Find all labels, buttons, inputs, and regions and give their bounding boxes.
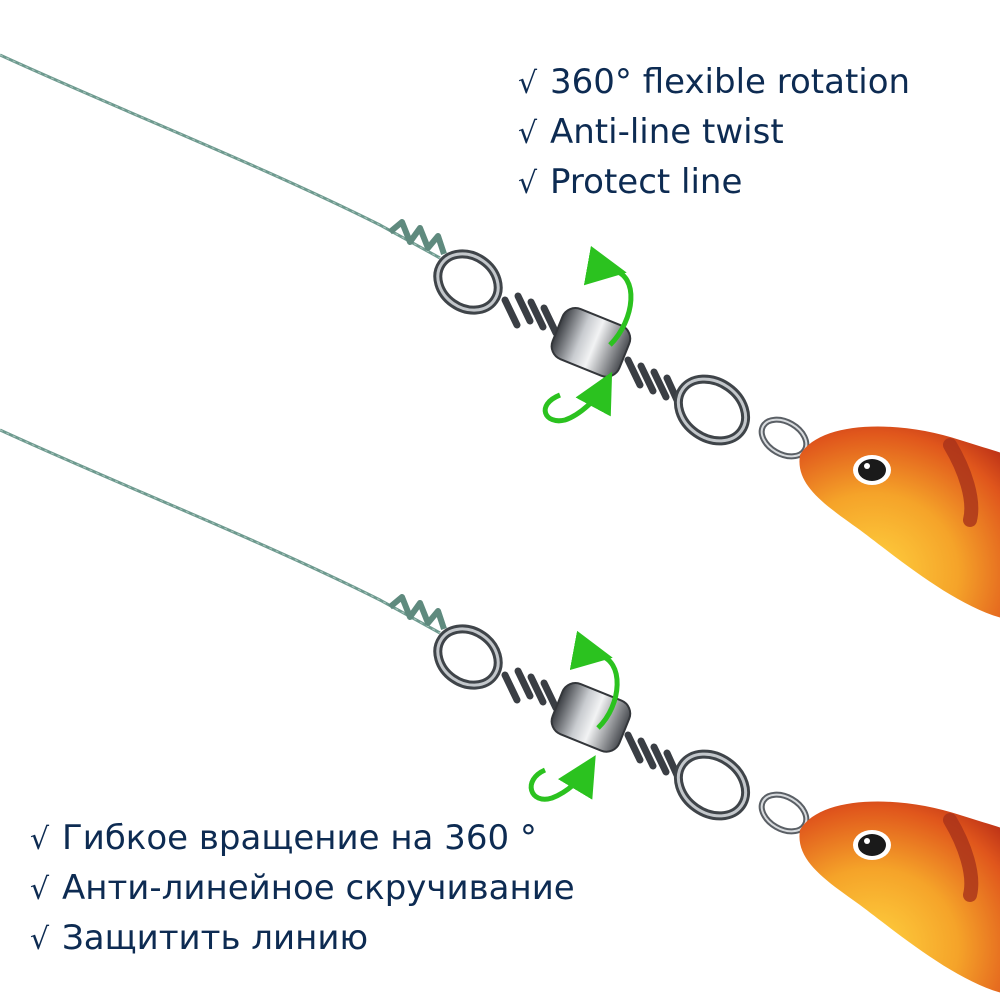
- feature-item: √ Защитить линию: [30, 914, 575, 964]
- feature-list-english: √ 360° flexible rotation √ Anti-line twi…: [518, 58, 910, 208]
- check-mark-icon: √: [518, 116, 538, 151]
- feature-text: Гибкое вращение на 360 °: [62, 818, 537, 858]
- check-mark-icon: √: [518, 166, 538, 201]
- feature-text: Защитить линию: [62, 918, 369, 958]
- check-mark-icon: √: [30, 922, 50, 957]
- rotation-arrow-icon: [528, 630, 620, 802]
- feature-item: √ Анти-линейное скручивание: [30, 864, 575, 914]
- feature-item: √ 360° flexible rotation: [518, 58, 910, 108]
- feature-item: √ Protect line: [518, 158, 910, 208]
- feature-text: Protect line: [550, 162, 743, 202]
- feature-item: √ Гибкое вращение на 360 °: [30, 814, 575, 864]
- check-mark-icon: √: [518, 66, 538, 101]
- feature-text: Anti-line twist: [550, 112, 784, 152]
- feature-list-russian: √ Гибкое вращение на 360 ° √ Анти-линейн…: [30, 814, 575, 964]
- feature-item: √ Anti-line twist: [518, 108, 910, 158]
- rotation-arrow-icon: [542, 245, 634, 424]
- feature-text: Анти-линейное скручивание: [62, 868, 575, 908]
- check-mark-icon: √: [30, 872, 50, 907]
- check-mark-icon: √: [30, 822, 50, 857]
- feature-text: 360° flexible rotation: [550, 62, 911, 102]
